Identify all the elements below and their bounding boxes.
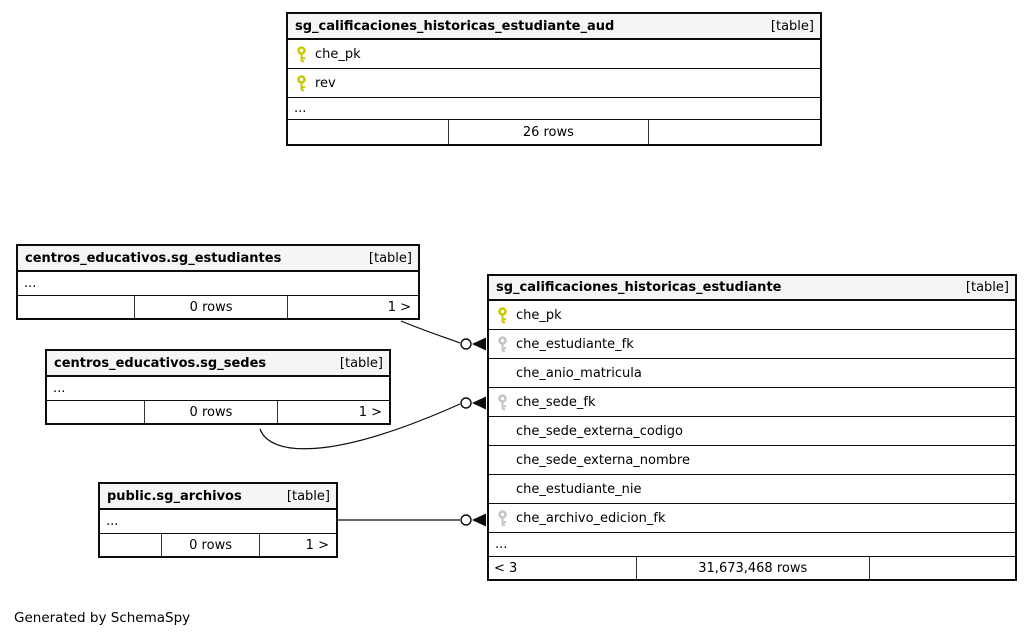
table-name: sg_calificaciones_historicas_estudiante_…: [295, 18, 615, 34]
column-row: che_sede_externa_nombre: [489, 446, 1015, 475]
related-tables-count: 1 >: [287, 296, 418, 318]
primary-key-icon: [497, 306, 508, 324]
table-footer: < 3 31,673,468 rows: [489, 557, 1015, 579]
column-name: che_estudiante_nie: [516, 481, 642, 497]
table-node-public-sg-archivos: public.sg_archivos [table] ... 0 rows 1 …: [98, 482, 338, 558]
row-count: 0 rows: [143, 401, 277, 423]
table-type-label: [table]: [965, 280, 1009, 295]
crowfoot-connector: [460, 337, 486, 527]
footer-cell-left: [47, 401, 144, 423]
table-header[interactable]: centros_educativos.sg_sedes [table]: [47, 351, 389, 377]
key-icon-placeholder: [497, 365, 508, 382]
foreign-key-icon: [497, 509, 508, 527]
generator-credit: Generated by SchemaSpy: [14, 610, 191, 626]
table-footer: 0 rows 1 >: [100, 534, 336, 556]
column-row: che_archivo_edicion_fk: [489, 504, 1015, 533]
footer-cell-left: [288, 120, 448, 144]
key-icon-placeholder: [497, 452, 508, 469]
footer-cell-left: [18, 296, 134, 318]
column-row: che_pk: [288, 40, 820, 69]
table-type-label: [table]: [339, 355, 383, 371]
column-row: rev: [288, 69, 820, 98]
foreign-key-icon: [497, 335, 508, 353]
more-columns-ellipsis: ...: [100, 510, 336, 534]
column-name: rev: [315, 75, 336, 91]
table-header[interactable]: sg_calificaciones_historicas_estudiante …: [489, 276, 1015, 301]
related-tables-count: 1 >: [259, 534, 336, 556]
column-row: che_sede_fk: [489, 388, 1015, 417]
footer-cell-right: [868, 557, 1015, 579]
more-columns-ellipsis: ...: [18, 272, 418, 296]
column-name: che_archivo_edicion_fk: [516, 510, 666, 526]
more-columns-ellipsis: ...: [288, 98, 820, 120]
table-node-sg-calificaciones-historicas-estudiante: sg_calificaciones_historicas_estudiante …: [487, 274, 1017, 581]
table-type-label: [table]: [286, 488, 330, 504]
column-name: che_sede_externa_codigo: [516, 423, 683, 439]
related-tables-count: 1 >: [277, 401, 389, 423]
table-header[interactable]: public.sg_archivos [table]: [100, 484, 336, 510]
table-node-centros-educativos-sg-estudiantes: centros_educativos.sg_estudiantes [table…: [16, 244, 420, 320]
row-count: 0 rows: [134, 296, 287, 318]
column-row: che_anio_matricula: [489, 359, 1015, 388]
column-row: che_pk: [489, 301, 1015, 330]
column-row: che_estudiante_nie: [489, 475, 1015, 504]
column-name: che_anio_matricula: [516, 365, 642, 381]
table-type-label: [table]: [368, 250, 412, 266]
table-header[interactable]: sg_calificaciones_historicas_estudiante_…: [288, 14, 820, 40]
more-columns-ellipsis: ...: [47, 377, 389, 401]
column-row: che_sede_externa_codigo: [489, 417, 1015, 446]
foreign-key-icon: [497, 393, 508, 411]
table-header[interactable]: centros_educativos.sg_estudiantes [table…: [18, 246, 418, 272]
key-icon-placeholder: [497, 481, 508, 498]
column-name: che_sede_fk: [516, 394, 596, 410]
column-name: che_sede_externa_nombre: [516, 452, 690, 468]
row-count: 31,673,468 rows: [635, 557, 869, 579]
more-columns-ellipsis: ...: [489, 533, 1015, 557]
related-tables-count: < 3: [494, 560, 518, 576]
row-count: 0 rows: [160, 534, 259, 556]
table-node-centros-educativos-sg-sedes: centros_educativos.sg_sedes [table] ... …: [45, 349, 391, 425]
column-name: che_pk: [516, 307, 562, 323]
table-name: centros_educativos.sg_sedes: [54, 355, 267, 371]
table-name: public.sg_archivos: [107, 488, 242, 504]
footer-cell-right: [648, 120, 820, 144]
table-footer: 26 rows: [288, 120, 820, 144]
table-footer: 0 rows 1 >: [18, 296, 418, 318]
footer-cell-left: [100, 534, 161, 556]
table-type-label: [table]: [770, 18, 814, 34]
table-name: centros_educativos.sg_estudiantes: [25, 250, 282, 266]
column-name: che_pk: [315, 46, 361, 62]
primary-key-icon: [296, 45, 307, 63]
edge-estudiantes-to-che-estudiante-fk: [400, 320, 461, 344]
table-name: sg_calificaciones_historicas_estudiante: [496, 280, 782, 295]
row-count: 26 rows: [447, 120, 649, 144]
table-node-sg-calificaciones-historicas-estudiante-aud: sg_calificaciones_historicas_estudiante_…: [286, 12, 822, 146]
column-name: che_estudiante_fk: [516, 336, 634, 352]
table-footer: 0 rows 1 >: [47, 401, 389, 423]
primary-key-icon: [296, 74, 307, 92]
key-icon-placeholder: [497, 423, 508, 440]
column-row: che_estudiante_fk: [489, 330, 1015, 359]
